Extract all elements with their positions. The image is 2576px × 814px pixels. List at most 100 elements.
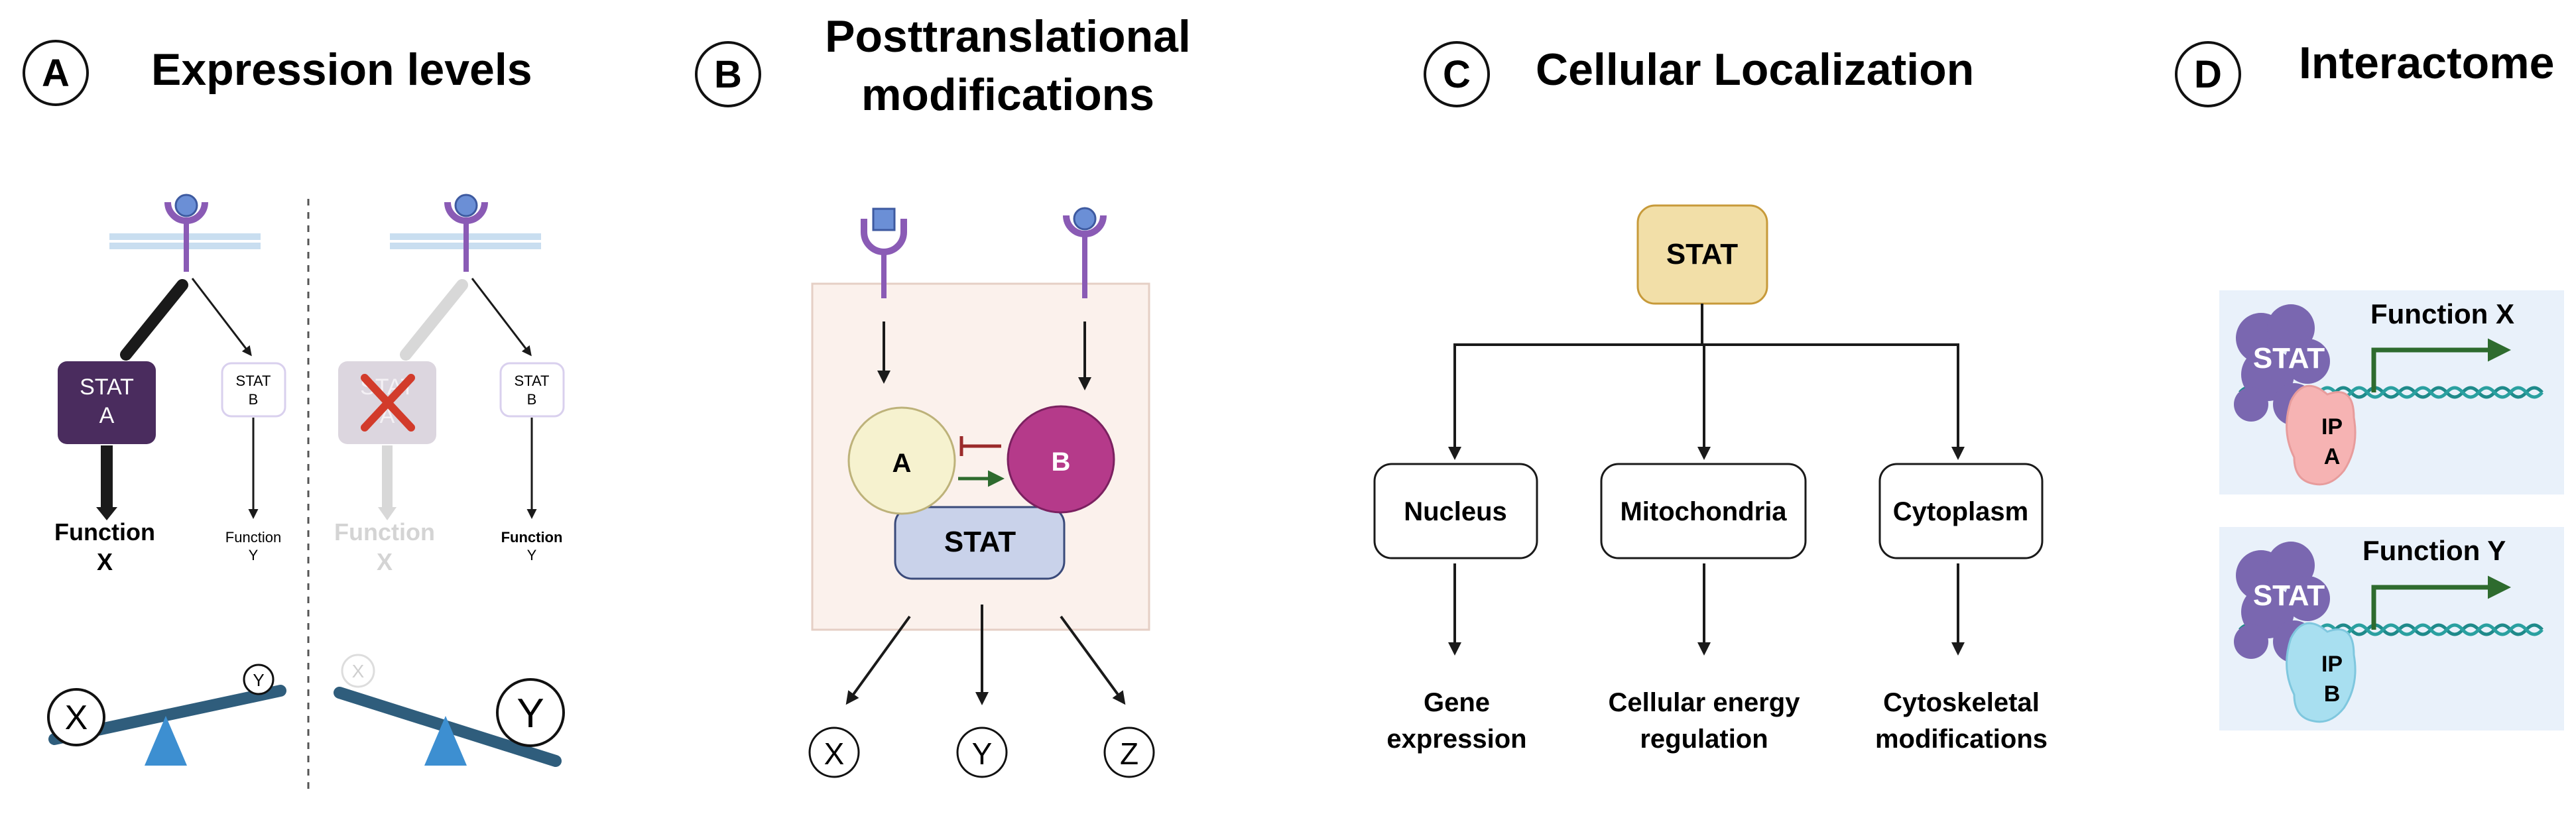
tree-connectors — [1448, 304, 1965, 656]
panel-c: C Cellular Localization STAT Nucleus Mit… — [1373, 41, 2048, 754]
panel-d-letter-circle — [2175, 41, 2241, 107]
panel-a-title: Expression levels — [151, 44, 532, 95]
red-cross-icon — [361, 374, 415, 432]
ip-b-label: IP — [2321, 652, 2343, 677]
stat-b-label: STAT — [515, 373, 550, 389]
outcome-nucleus: expression — [1386, 725, 1526, 754]
arrow-to-stat-a-faded — [400, 279, 468, 361]
node-a — [847, 406, 956, 515]
outcome-cytoplasm: Cytoskeletal — [1883, 688, 2040, 717]
panel-b-title: modifications — [861, 70, 1154, 120]
output-x — [808, 727, 860, 778]
stat-b-label: STAT — [236, 373, 271, 389]
stat-protein-icon — [2234, 304, 2330, 426]
stat-b-label: B — [527, 391, 537, 408]
panel-b: B Posttranslational modifications STAT A… — [695, 11, 1191, 778]
function-x-label: Function X — [2370, 298, 2514, 329]
interaction-top: STAT IP A Function X — [2219, 290, 2564, 494]
outcome-mitochondria: Cellular energy — [1608, 688, 1800, 717]
outcome-cytoplasm: modifications — [1875, 725, 2048, 754]
panel-b-letter: B — [714, 53, 742, 96]
location-nucleus — [1373, 463, 1538, 559]
panel-a-left: STAT A STAT B Function X Function Y X Y — [47, 194, 286, 766]
panel-a: A Expression levels STAT A STAT B Functi — [23, 40, 565, 792]
arrow-to-z — [1060, 615, 1126, 705]
panel-a-letter-circle — [23, 40, 89, 106]
location-cytoplasm-label: Cytoplasm — [1893, 497, 2029, 526]
function-y-label: Y — [249, 547, 259, 563]
panel-a-right: STAT A STAT B Function X Function Y X Y — [334, 194, 565, 767]
inhibition-icon — [959, 436, 1001, 456]
receptor-icon — [164, 194, 208, 272]
arrow-to-stat-b — [191, 278, 252, 357]
ip-a-label: A — [2324, 444, 2341, 469]
ip-a-protein — [2286, 384, 2357, 486]
location-nucleus-label: Nucleus — [1404, 497, 1507, 526]
output-z — [1103, 727, 1155, 778]
stat-box — [894, 506, 1066, 580]
seesaw-weight-y — [496, 678, 565, 747]
panel-d-letter: D — [2194, 53, 2222, 96]
stat-a-label: A — [99, 403, 115, 428]
function-y-label: Y — [527, 547, 537, 563]
seesaw-weight-x-faded — [341, 654, 375, 688]
stat-protein-label: STAT — [2253, 579, 2325, 612]
transcription-arrow — [2371, 338, 2511, 392]
function-y-label: Function — [225, 529, 281, 546]
function-y-label: Function Y — [2362, 535, 2506, 566]
node-b — [1007, 405, 1115, 514]
location-cytoplasm — [1878, 463, 2044, 559]
stat-a-label: STAT — [80, 375, 134, 400]
seesaw-weight-x — [47, 688, 105, 746]
ip-b-label: B — [2324, 681, 2341, 707]
panel-b-title: Posttranslational — [825, 11, 1191, 62]
panel-a-letter: A — [42, 52, 70, 95]
function-y-label: Function — [501, 529, 563, 546]
panel-c-letter: C — [1443, 53, 1471, 96]
stat-b-box — [499, 362, 565, 418]
output-z-label: Z — [1120, 736, 1138, 771]
seesaw-weight-y-label: Y — [517, 691, 544, 736]
panel-c-letter-circle — [1424, 41, 1490, 107]
output-y — [956, 727, 1008, 778]
arrow-to-x — [845, 615, 911, 705]
panel-b-letter-circle — [695, 41, 761, 107]
receptor-icon — [444, 194, 488, 272]
seesaw-weight-y — [243, 664, 275, 695]
function-x-label-faded: Function — [334, 518, 435, 546]
function-x-label-faded: X — [377, 548, 393, 575]
stat-node-label: STAT — [1666, 238, 1738, 270]
node-b-label: B — [1052, 447, 1071, 477]
transcription-arrow — [2371, 575, 2511, 630]
seesaw: X Y — [334, 654, 565, 767]
panel-d-title: Interactome — [2299, 38, 2554, 88]
output-y-label: Y — [972, 736, 993, 771]
stat-b-box — [221, 362, 286, 418]
seesaw: X Y — [47, 664, 286, 766]
output-x-label: X — [824, 736, 845, 771]
seesaw-weight-x-label: X — [65, 699, 88, 737]
stat-a-box — [58, 361, 156, 444]
outcome-mitochondria: regulation — [1640, 725, 1768, 754]
receptor-round-icon — [1063, 207, 1107, 298]
seesaw-weight-y-label: Y — [253, 670, 264, 690]
interaction-bottom: STAT IP B Function Y — [2219, 527, 2564, 730]
arrow-to-stat-b — [471, 278, 532, 357]
location-mitochondria — [1600, 463, 1807, 559]
panel-c-title: Cellular Localization — [1536, 44, 1974, 95]
function-x-label: X — [97, 548, 113, 575]
stat-b-label: B — [249, 391, 259, 408]
ip-a-label: IP — [2321, 414, 2343, 439]
stat-label: STAT — [944, 526, 1016, 558]
panel-d: D Interactome STAT IP A Function X — [2175, 38, 2564, 730]
arrow-to-stat-a — [120, 279, 188, 361]
location-mitochondria-label: Mitochondria — [1620, 497, 1787, 526]
seesaw-weight-x-label-faded: X — [352, 661, 365, 681]
outcome-nucleus: Gene — [1424, 688, 1490, 717]
ip-b-protein — [2286, 622, 2357, 723]
receptor-square-icon — [861, 207, 907, 298]
stat-protein-label: STAT — [2253, 342, 2325, 375]
node-a-label: A — [892, 449, 912, 478]
function-x-label: Function — [54, 518, 155, 546]
